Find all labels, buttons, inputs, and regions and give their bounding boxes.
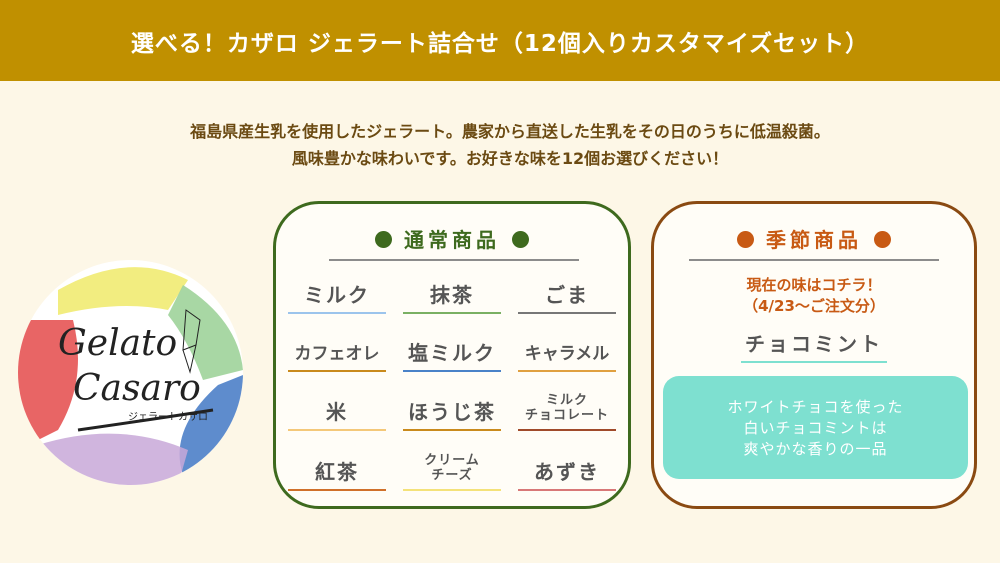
flavor-item: クリーム チーズ bbox=[403, 441, 501, 491]
flavor-item: 紅茶 bbox=[288, 441, 386, 491]
intro-line-2: 風味豊かな味わいです。お好きな味を12個お選びください！ bbox=[291, 149, 729, 168]
order-date-note: （4/23〜ご注文分） bbox=[743, 297, 885, 315]
seasonal-flavor: チョコミント bbox=[741, 328, 887, 363]
header-banner: 選べる！カザロ ジェラート詰合せ（12個入りカスタマイズセット） bbox=[0, 0, 1000, 81]
flavor-item: 抹茶 bbox=[403, 264, 501, 314]
logo-text-casaro: Casaro bbox=[73, 368, 201, 409]
logo-text-gelato: Gelato bbox=[58, 323, 177, 364]
current-flavor-label: 現在の味はコチラ！ bbox=[746, 276, 882, 294]
flavor-item: 塩ミルク bbox=[403, 322, 501, 372]
flavor-item: ミルク チョコレート bbox=[518, 381, 616, 431]
regular-title: 通常商品 bbox=[404, 228, 500, 252]
bullet-icon bbox=[737, 231, 754, 248]
flavor-item: 米 bbox=[288, 381, 386, 431]
regular-products-panel: 通常商品 ミルク抹茶ごまカフェオレ塩ミルクキャラメル米ほうじ茶ミルク チョコレー… bbox=[273, 201, 631, 509]
seasonal-title: 季節商品 bbox=[766, 228, 862, 252]
bullet-icon bbox=[874, 231, 891, 248]
flavor-item: あずき bbox=[518, 441, 616, 491]
divider bbox=[329, 259, 579, 261]
flavor-item: キャラメル bbox=[518, 322, 616, 372]
flavor-item: ミルク bbox=[288, 264, 386, 314]
seasonal-description: ホワイトチョコを使った 白いチョコミントは 爽やかな香りの一品 bbox=[663, 376, 968, 479]
bullet-icon bbox=[512, 231, 529, 248]
description-line: ホワイトチョコを使った bbox=[727, 398, 904, 416]
flavor-item: ほうじ茶 bbox=[403, 381, 501, 431]
intro-line-1: 福島県産生乳を使用したジェラート。農家から直送した生乳をその日のうちに低温殺菌。 bbox=[190, 122, 830, 141]
flavor-item: ごま bbox=[518, 264, 616, 314]
ice-cream-cone-icon bbox=[182, 309, 201, 374]
flavor-item: カフェオレ bbox=[288, 322, 386, 372]
bullet-icon bbox=[375, 231, 392, 248]
page-title: 選べる！カザロ ジェラート詰合せ（12個入りカスタマイズセット） bbox=[130, 30, 870, 57]
description-line: 白いチョコミントは bbox=[743, 419, 888, 437]
divider bbox=[689, 259, 939, 261]
description-line: 爽やかな香りの一品 bbox=[743, 440, 888, 458]
gelato-casaro-logo: Gelato Casaro ジェラートカザロ bbox=[18, 260, 243, 485]
seasonal-products-panel: 季節商品 現在の味はコチラ！ （4/23〜ご注文分） チョコミント ホワイトチョ… bbox=[651, 201, 977, 509]
